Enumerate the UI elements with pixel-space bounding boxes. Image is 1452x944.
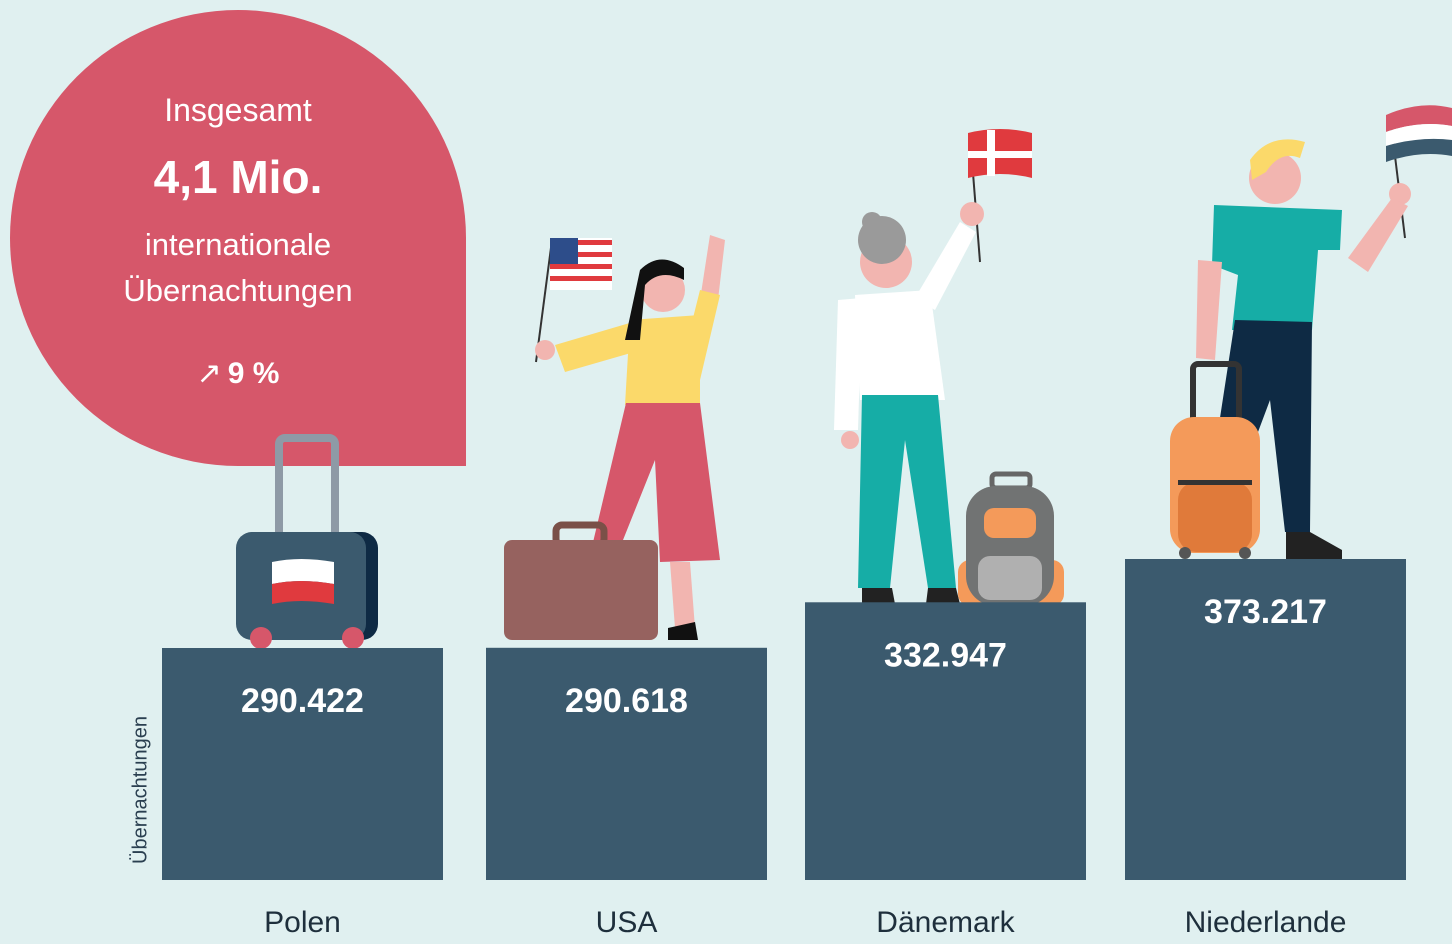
- category-label: Niederlande: [1185, 906, 1347, 939]
- traveler-netherlands-flag-icon: [1170, 105, 1452, 560]
- bar-usa: [486, 647, 767, 880]
- bar-dänemark: [805, 602, 1086, 880]
- suitcase-poland-flag-icon: [236, 434, 378, 649]
- summary-description-line2: Übernachtungen: [123, 273, 353, 308]
- summary-description-line1: internationale: [144, 227, 332, 262]
- bar-value-label: 332.947: [884, 636, 1007, 674]
- category-label: Polen: [264, 906, 341, 939]
- category-label: Dänemark: [876, 906, 1015, 939]
- summary-change-value: 9 %: [227, 357, 280, 390]
- bar-value-label: 290.422: [241, 682, 364, 720]
- bar-value-label: 373.217: [1204, 593, 1327, 631]
- traveler-usa-flag-icon: [504, 235, 725, 640]
- bar-value-label: 290.618: [565, 682, 688, 720]
- summary-value: 4,1 Mio.: [153, 151, 323, 203]
- category-label: USA: [596, 906, 658, 939]
- traveler-denmark-flag-icon: [834, 129, 1064, 606]
- trend-up-icon: ↗: [196, 357, 222, 390]
- bar-polen: [162, 648, 443, 880]
- bar-niederlande: [1125, 559, 1406, 880]
- summary-label: Insgesamt: [164, 92, 312, 128]
- summary-bubble: Insgesamt 4,1 Mio. internationale Überna…: [10, 10, 466, 466]
- summary-change: ↗9 %: [10, 356, 466, 391]
- summary-description: internationale Übernachtungen: [10, 222, 466, 314]
